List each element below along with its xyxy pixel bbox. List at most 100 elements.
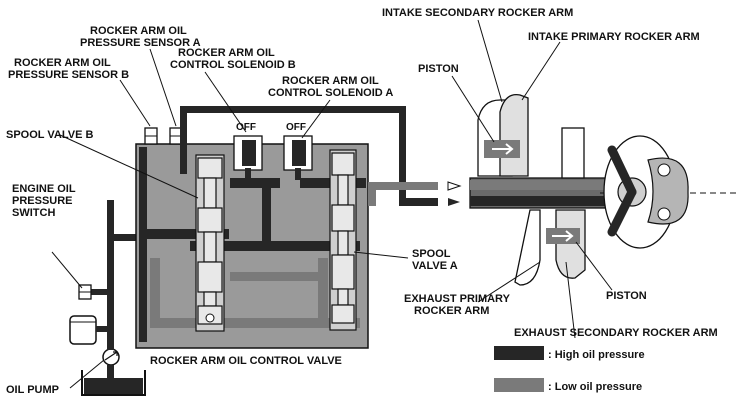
cam-hole-1 bbox=[657, 163, 671, 177]
flow-arrow-2 bbox=[448, 198, 460, 206]
low-passage-bottom bbox=[150, 318, 360, 328]
label-solenoid-a-1: ROCKER ARM OIL bbox=[282, 75, 379, 87]
legend-high-swatch bbox=[494, 346, 544, 360]
end-view-arm-upper bbox=[607, 145, 637, 197]
label-switch-1: ENGINE OIL bbox=[12, 183, 76, 195]
oil-filter bbox=[69, 315, 97, 345]
exhaust-primary-rocker-arm bbox=[514, 209, 541, 286]
label-solenoid-b-1: ROCKER ARM OIL bbox=[178, 47, 275, 59]
exhaust-piston-arrow bbox=[552, 230, 574, 242]
cam-hole-2 bbox=[657, 207, 671, 221]
label-switch-2: PRESSURE bbox=[12, 195, 73, 207]
leader-sensor-a bbox=[149, 48, 177, 127]
spool-b-land-3 bbox=[197, 261, 223, 293]
leader-exhaust-secondary bbox=[565, 261, 576, 339]
spool-a-stem-1 bbox=[337, 174, 349, 206]
feed-pipe-vertical bbox=[107, 200, 114, 300]
solenoid-b-core bbox=[242, 140, 256, 166]
top-pipe-right-vert bbox=[399, 106, 406, 206]
intake-primary-rocker-arm bbox=[499, 93, 529, 177]
spool-a-stem-3 bbox=[337, 288, 349, 306]
leader-piston-top bbox=[451, 75, 495, 143]
oil-pan-oil bbox=[84, 378, 143, 394]
label-spool-valve-a-2: VALVE A bbox=[412, 260, 458, 272]
leader-intake-secondary bbox=[477, 19, 503, 103]
legend-low-swatch bbox=[494, 378, 544, 392]
passage-mid-h bbox=[190, 241, 360, 251]
low-passage-mid bbox=[230, 272, 320, 281]
switch-branch bbox=[90, 289, 114, 295]
exhaust-secondary-rocker-arm bbox=[555, 209, 586, 279]
oil-pan bbox=[81, 370, 146, 396]
spool-b-stem-3 bbox=[203, 291, 217, 307]
label-sensor-a-2: PRESSURE SENSOR A bbox=[80, 37, 201, 49]
pump-pipe bbox=[107, 296, 114, 350]
label-control-valve: ROCKER ARM OIL CONTROL VALVE bbox=[150, 355, 342, 367]
solenoid-a-core bbox=[292, 140, 306, 166]
label-sensor-b-1: ROCKER ARM OIL bbox=[14, 57, 111, 69]
label-exhaust-primary-2: ROCKER ARM bbox=[414, 305, 489, 317]
spool-a-land-4 bbox=[331, 304, 355, 324]
leader-switch bbox=[51, 251, 83, 289]
rocker-bracket bbox=[561, 127, 585, 179]
leader-exhaust-primary bbox=[477, 261, 541, 303]
outlet-low bbox=[368, 182, 438, 190]
label-intake-secondary: INTAKE SECONDARY ROCKER ARM bbox=[382, 7, 573, 19]
solenoid-a-stem bbox=[295, 168, 301, 180]
feed-pipe-horizontal bbox=[107, 234, 139, 241]
cam-lobe bbox=[647, 157, 689, 225]
passage-left-vert bbox=[139, 147, 147, 342]
outlet-high bbox=[399, 198, 438, 206]
label-exhaust-primary-1: EXHAUST PRIMARY bbox=[404, 293, 511, 305]
flow-arrow-1 bbox=[447, 181, 462, 191]
spool-a-land-1 bbox=[331, 152, 355, 176]
leader-piston-bottom bbox=[575, 241, 613, 291]
rocker-shaft-high bbox=[470, 196, 610, 206]
spool-b-land-1 bbox=[197, 157, 223, 179]
label-intake-primary: INTAKE PRIMARY ROCKER ARM bbox=[528, 31, 700, 43]
spool-a-stem-2 bbox=[337, 230, 349, 256]
label-piston-bottom: PISTON bbox=[606, 290, 647, 302]
label-spool-valve-b: SPOOL VALVE B bbox=[6, 129, 93, 141]
outlet-low-vert bbox=[368, 186, 376, 206]
top-pipe-left bbox=[180, 144, 187, 174]
top-pipe-vert-a bbox=[180, 106, 187, 146]
top-pipe-horizontal bbox=[180, 106, 406, 113]
passage-top-conn bbox=[230, 178, 280, 188]
solenoid-b-stem bbox=[245, 168, 251, 180]
leader-oil-pump bbox=[69, 359, 105, 389]
rocker-shaft-low bbox=[470, 180, 610, 190]
spool-b-stem-1 bbox=[203, 177, 217, 209]
spool-b-stem-2 bbox=[203, 231, 217, 263]
leader-spool-a bbox=[353, 251, 409, 259]
leader-intake-primary bbox=[521, 41, 561, 101]
label-sensor-a-1: ROCKER ARM OIL bbox=[90, 25, 187, 37]
oil-pump-arrow bbox=[104, 351, 118, 361]
spool-a-land-3 bbox=[331, 254, 355, 290]
filter-link bbox=[96, 326, 107, 332]
passage-upper-h bbox=[139, 229, 229, 239]
spool-b-land-2 bbox=[197, 207, 223, 233]
label-sensor-b-2: PRESSURE SENSOR B bbox=[8, 69, 129, 81]
low-passage-right bbox=[318, 258, 328, 328]
label-spool-valve-a-1: SPOOL bbox=[412, 248, 451, 260]
label-oil-pump: OIL PUMP bbox=[6, 384, 59, 396]
leader-solenoid-b bbox=[204, 71, 247, 133]
intake-piston-arrow bbox=[492, 143, 514, 155]
pump-suction bbox=[107, 365, 114, 380]
spool-a-land-2 bbox=[331, 204, 355, 232]
leader-spool-b bbox=[59, 134, 199, 199]
label-solenoid-a-2: CONTROL SOLENOID A bbox=[268, 87, 393, 99]
label-exhaust-secondary: EXHAUST SECONDARY ROCKER ARM bbox=[514, 327, 718, 339]
leader-solenoid-a bbox=[301, 99, 331, 139]
label-piston-top: PISTON bbox=[418, 63, 459, 75]
solenoid-a-state: OFF bbox=[286, 122, 306, 133]
label-switch-3: SWITCH bbox=[12, 207, 55, 219]
low-passage-left bbox=[150, 258, 160, 328]
legend-high-label: : High oil pressure bbox=[548, 349, 645, 361]
solenoid-b-state: OFF bbox=[236, 122, 256, 133]
passage-vert-mid bbox=[262, 178, 271, 248]
legend-low-label: : Low oil pressure bbox=[548, 381, 642, 393]
